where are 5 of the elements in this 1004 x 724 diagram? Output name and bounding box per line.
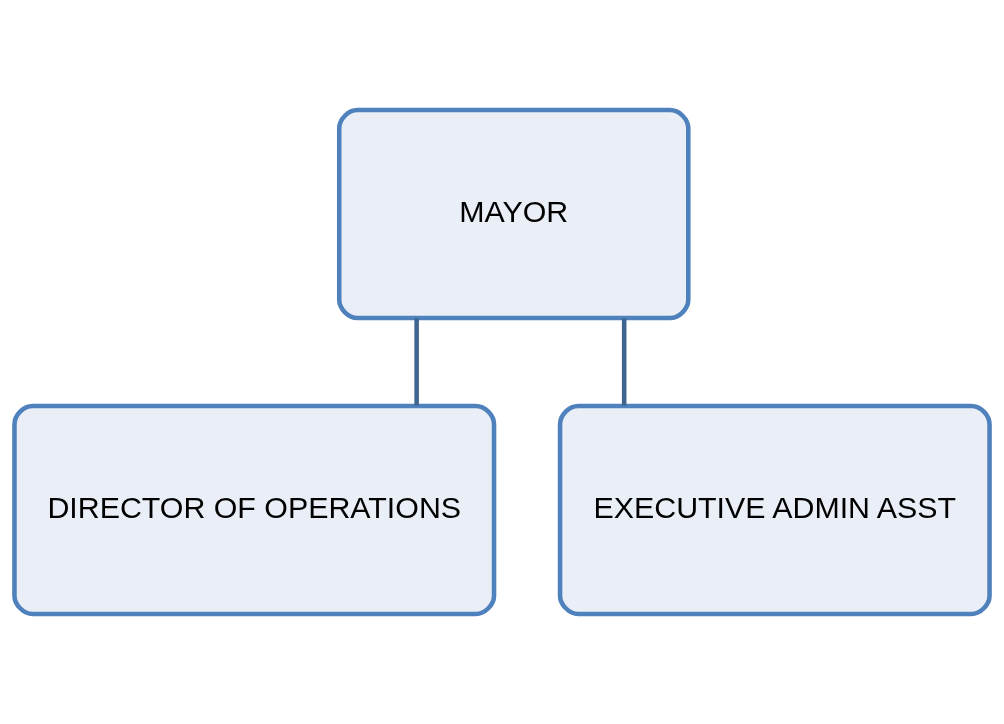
- node-box: EXECUTIVE ADMIN ASST: [557, 403, 992, 617]
- node-box: DIRECTOR OF OPERATIONS: [12, 403, 497, 617]
- connector: [621, 318, 627, 406]
- connector: [414, 318, 419, 406]
- node-box: MAYOR: [336, 107, 691, 321]
